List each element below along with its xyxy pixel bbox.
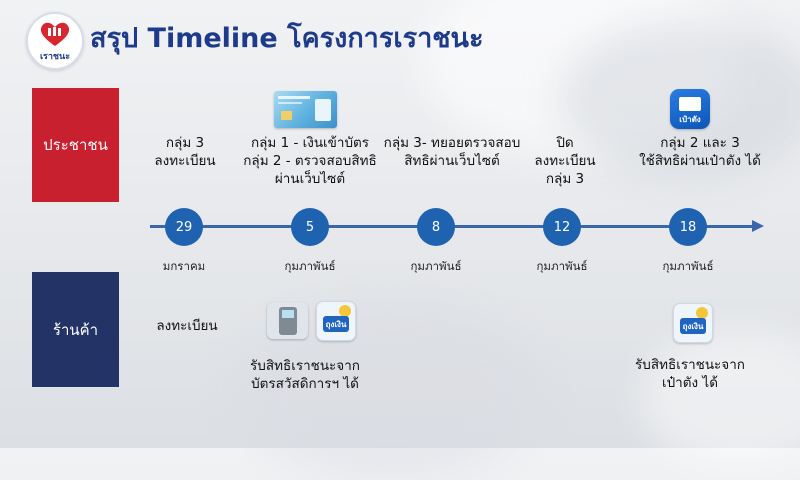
people-event-12-feb: ปิดลงทะเบียนกลุ่ม 3: [534, 135, 596, 187]
row-label-shop: ร้านค้า: [32, 272, 119, 387]
shop-event-18-feb: รับสิทธิเราชนะจากเป๋าตัง ได้: [635, 357, 745, 391]
rao-chana-logo: เราชนะ: [26, 12, 84, 70]
thung-ngoen-app-icon: ถุงเงิน: [316, 301, 356, 341]
shop-event-register: ลงทะเบียน: [156, 318, 218, 334]
timeline-month-label: กุมภาพันธ์: [536, 259, 588, 273]
paotang-app-icon: เป๋าตัง: [670, 89, 710, 129]
timeline-node-8: 8: [417, 208, 455, 246]
timeline-node-29: 29: [165, 208, 203, 246]
shop-app-label: ถุงเงิน: [682, 322, 704, 331]
people-event-5-feb: กลุ่ม 1 - เงินเข้าบัตรกลุ่ม 2 - ตรวจสอบส…: [243, 135, 377, 187]
timeline-node-5: 5: [291, 208, 329, 246]
logo-text: เราชนะ: [39, 52, 71, 62]
timeline-arrow-icon: [752, 220, 764, 232]
timeline-node-18: 18: [669, 208, 707, 246]
thung-ngoen-app-icon: ถุงเงิน: [673, 303, 713, 343]
heart-hands-icon: [40, 22, 70, 46]
welfare-card-image: [274, 91, 337, 128]
shop-app-label: ถุงเงิน: [325, 320, 347, 329]
row-label-people: ประชาชน: [32, 88, 119, 202]
people-event-8-feb: กลุ่ม 3- ทยอยตรวจสอบสิทธิผ่านเว็บไซต์: [383, 135, 521, 169]
timeline-month-label: มกราคม: [162, 259, 206, 273]
background-shape: [420, 0, 740, 160]
timeline-month-label: กุมภาพันธ์: [284, 259, 336, 273]
shop-event-5-feb: รับสิทธิเราชนะจากบัตรสวัสดิการฯ ได้: [250, 358, 360, 392]
timeline-month-label: กุมภาพันธ์: [662, 259, 714, 273]
timeline-month-label: กุมภาพันธ์: [410, 259, 462, 273]
timeline-node-12: 12: [543, 208, 581, 246]
paotang-app-label: เป๋าตัง: [679, 115, 701, 124]
background-shape: [640, 330, 800, 470]
edc-card-reader-icon: [267, 302, 308, 339]
page-title: สรุป Timeline โครงการเราชนะ: [90, 23, 484, 54]
